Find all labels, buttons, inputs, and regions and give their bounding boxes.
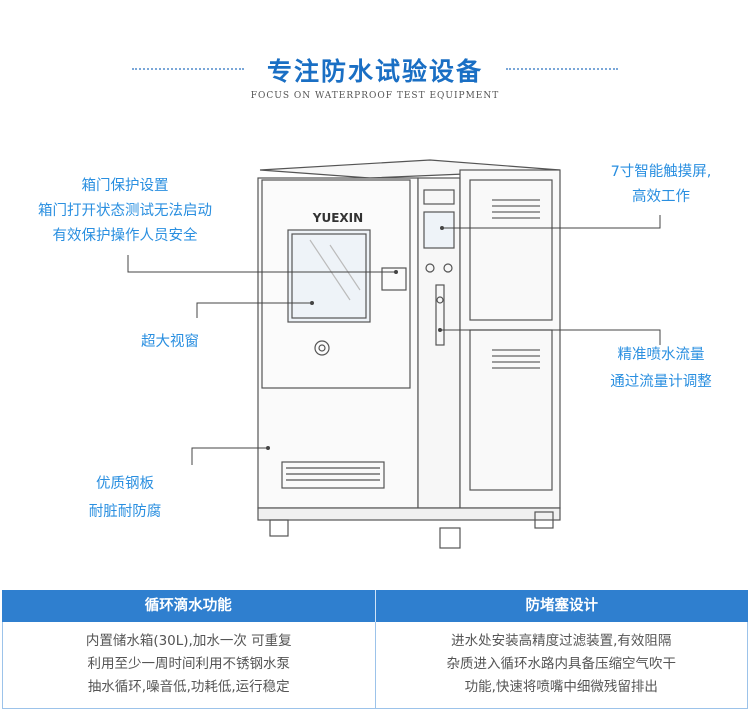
- callout-door-protection: 箱门保护设置 箱门打开状态测试无法启动 有效保护操作人员安全: [25, 174, 225, 249]
- page-subtitle: FOCUS ON WATERPROOF TEST EQUIPMENT: [250, 91, 500, 101]
- callout-lines: [127, 215, 661, 465]
- callout-steel: 优质钢板 耐脏耐防腐: [80, 470, 170, 526]
- page-title: 专注防水试验设备: [266, 57, 483, 86]
- title-dots-left: [132, 68, 244, 70]
- callout-line: 优质钢板: [96, 476, 154, 492]
- desc-line: 进水处安装高精度过滤装置,有效阻隔: [451, 633, 672, 649]
- feature-table-body: 内置储水箱(30L),加水一次 可重复 利用至少一周时间利用不锈钢水泵 抽水循环…: [2, 622, 748, 709]
- brand-label: YUEXIN: [312, 211, 363, 225]
- callout-line: 耐脏耐防腐: [88, 504, 162, 520]
- anti-clog-description: 进水处安装高精度过滤装置,有效阻隔 杂质进入循环水路内具备压缩空气吹干 功能,快…: [376, 622, 748, 708]
- desc-line: 杂质进入循环水路内具备压缩空气吹干: [446, 656, 677, 672]
- test-chamber-illustration: YUEXIN: [257, 159, 561, 549]
- header-anti-clog: 防堵塞设计: [525, 598, 599, 614]
- desc-line: 内置储水箱(30L),加水一次 可重复: [85, 633, 292, 649]
- callout-line: 精准喷水流量: [617, 347, 705, 363]
- callout-line: 高效工作: [632, 189, 690, 205]
- feature-table-header: 循环滴水功能 防堵塞设计: [2, 590, 748, 622]
- header-divider: [374, 590, 376, 622]
- desc-line: 抽水循环,噪音低,功耗低,运行稳定: [87, 679, 290, 695]
- callout-line: 超大视窗: [141, 334, 199, 350]
- desc-line: 利用至少一周时间利用不锈钢水泵: [87, 656, 291, 672]
- callout-touchscreen: 7寸智能触摸屏, 高效工作: [596, 160, 726, 210]
- circulation-description: 内置储水箱(30L),加水一次 可重复 利用至少一周时间利用不锈钢水泵 抽水循环…: [3, 622, 375, 708]
- title-dots-right: [506, 68, 618, 70]
- callout-line: 有效保护操作人员安全: [52, 228, 198, 244]
- callout-window: 超大视窗: [130, 330, 210, 355]
- callout-line: 箱门打开状态测试无法启动: [38, 203, 212, 219]
- callout-line: 箱门保护设置: [81, 178, 169, 194]
- callout-flow: 精准喷水流量 通过流量计调整: [596, 342, 726, 396]
- column-divider: [374, 622, 376, 708]
- desc-line: 功能,快速将喷嘴中细微残留排出: [464, 679, 658, 695]
- callout-line: 通过流量计调整: [610, 374, 712, 390]
- callout-line: 7寸智能触摸屏,: [610, 164, 712, 180]
- header-circulation: 循环滴水功能: [144, 598, 232, 614]
